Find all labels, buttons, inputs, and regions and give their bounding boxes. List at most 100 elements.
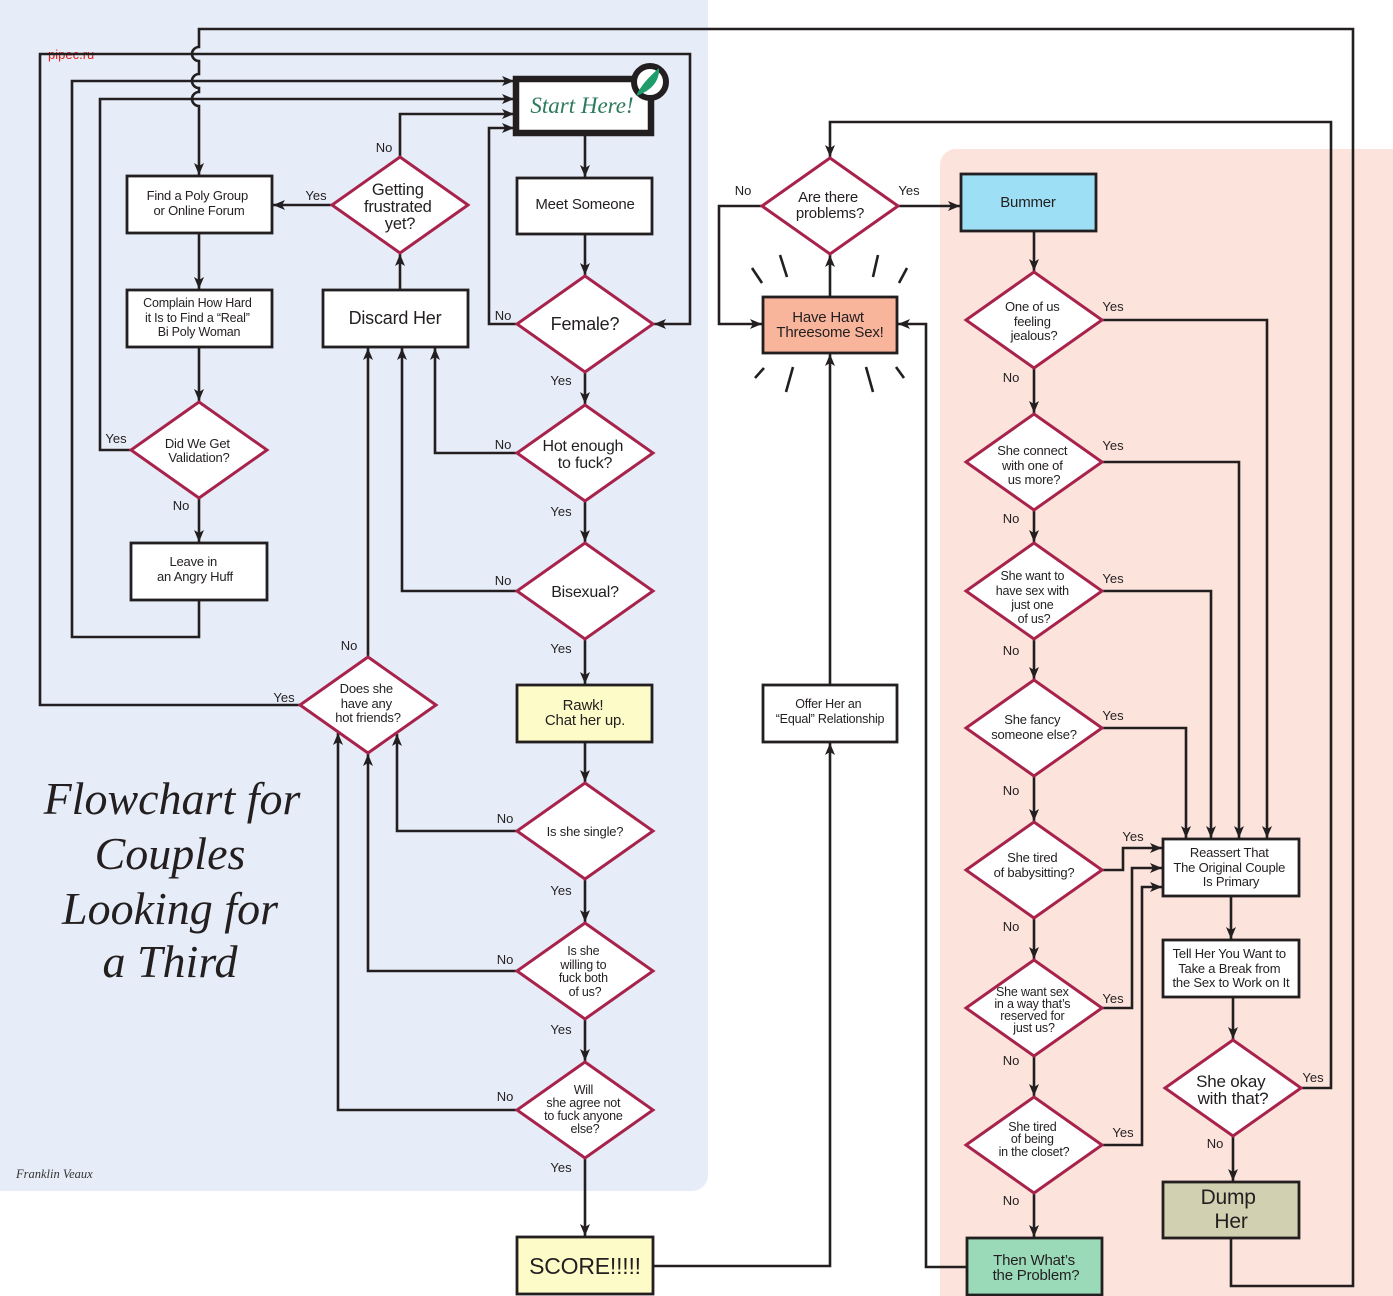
edge-label-yes: Yes bbox=[550, 641, 572, 656]
title-line: Couples bbox=[95, 828, 246, 879]
edge-bisexual-no bbox=[397, 348, 517, 593]
burst-line bbox=[754, 367, 765, 379]
edges bbox=[38, 27, 1355, 1288]
edge-score-offer bbox=[653, 743, 835, 1268]
edge-labels: Yes No No Yes No Yes No Yes No Yes No Ye… bbox=[105, 140, 1324, 1208]
edge-whats-problem-hawt bbox=[898, 319, 967, 1269]
edge-label-yes: Yes bbox=[305, 188, 327, 203]
decision-female: Female? bbox=[514, 274, 656, 374]
edge-fancy-yes bbox=[1102, 726, 1191, 838]
node-label: Have Hawt Threesome Sex! bbox=[776, 309, 883, 341]
node-label: Offer Her an “Equal” Relationship bbox=[776, 697, 885, 726]
node-label: Complain How Hard it Is to Find a “Real”… bbox=[143, 296, 255, 339]
decision-validation: Did We Get Validation? bbox=[128, 400, 270, 500]
decision-frustrated: Getting frustrated yet? bbox=[329, 155, 471, 255]
terminal-dump-her: Dump Her bbox=[1161, 1180, 1301, 1240]
node-label: She tired of being in the closet? bbox=[999, 1120, 1070, 1159]
node-label: Meet Someone bbox=[535, 196, 634, 213]
terminal-score: SCORE!!!!! bbox=[515, 1235, 655, 1296]
edge-single-no bbox=[392, 734, 517, 833]
title-line: a Third bbox=[102, 936, 238, 987]
process-bummer: Bummer bbox=[959, 172, 1098, 233]
start-label: Start Here! bbox=[530, 93, 633, 118]
title-line: Looking for bbox=[61, 883, 279, 934]
edge-label-yes: Yes bbox=[273, 690, 295, 705]
node-label: Bisexual? bbox=[551, 584, 619, 601]
edge-label-no: No bbox=[376, 140, 393, 155]
decision-sex-just-one: She want to have sex with just one of us… bbox=[963, 541, 1105, 641]
edge-label-no: No bbox=[1003, 919, 1020, 934]
node-label: Dump Her bbox=[1201, 1186, 1262, 1233]
node-label: SCORE!!!!! bbox=[529, 1253, 641, 1279]
edge-hot-enough-no bbox=[430, 348, 517, 455]
node-label: Tell Her You Want to Take a Break from t… bbox=[1173, 946, 1291, 990]
node-label: She want sex in a way that’s reserved fo… bbox=[994, 985, 1073, 1035]
title-line: Flowchart for bbox=[43, 773, 302, 824]
edge-jealous-yes bbox=[1102, 318, 1272, 838]
node-label: She connect with one of us more? bbox=[997, 443, 1071, 487]
decision-babysitting: She tired of babysitting? bbox=[963, 820, 1105, 920]
decision-hot-friends: Does she have any hot friends? bbox=[297, 655, 439, 755]
node-label: Is she single? bbox=[547, 824, 624, 839]
node-label: She okay with that? bbox=[1196, 1072, 1270, 1108]
burst-line bbox=[894, 366, 906, 379]
edge-hot-friends-yes bbox=[38, 52, 692, 707]
node-label: Discard Her bbox=[349, 308, 442, 328]
edge-label-no: No bbox=[735, 183, 752, 198]
edge-label-no: No bbox=[497, 1089, 514, 1104]
decision-jealous: One of us feeling jealous? bbox=[963, 270, 1105, 370]
edge-babysitting-yes bbox=[1102, 843, 1162, 872]
edge-label-no: No bbox=[173, 498, 190, 513]
edge-leave-start bbox=[70, 76, 514, 639]
edge-okay-yes bbox=[825, 120, 1333, 1090]
edge-label-no: No bbox=[1003, 1193, 1020, 1208]
burst-line bbox=[864, 366, 875, 393]
node-label: Find a Poly Group or Online Forum bbox=[147, 188, 252, 218]
process-meet-someone: Meet Someone bbox=[515, 176, 654, 236]
edge-label-yes: Yes bbox=[1302, 1070, 1324, 1085]
edge-label-yes: Yes bbox=[1102, 708, 1124, 723]
process-rawk-chat: Rawk! Chat her up. bbox=[515, 683, 654, 744]
node-label: Leave in an Angry Huff bbox=[157, 554, 234, 584]
edge-label-no: No bbox=[1003, 643, 1020, 658]
edge-label-no: No bbox=[495, 308, 512, 323]
author-credit: Franklin Veaux bbox=[15, 1167, 93, 1181]
decision-closet: She tired of being in the closet? bbox=[963, 1095, 1105, 1195]
node-label: Getting frustrated yet? bbox=[364, 181, 436, 233]
edge-just-one-yes bbox=[1102, 589, 1216, 838]
edge-label-no: No bbox=[497, 952, 514, 967]
edge-problems-no bbox=[717, 204, 762, 329]
edge-label-yes: Yes bbox=[550, 504, 572, 519]
node-label: Then What’s the Problem? bbox=[993, 1252, 1080, 1284]
edge-reserved-yes bbox=[1102, 863, 1162, 1010]
start-node: Start Here! bbox=[512, 63, 669, 137]
edge-label-no: No bbox=[1003, 511, 1020, 526]
process-leave-huff: Leave in an Angry Huff bbox=[129, 541, 269, 602]
process-complain: Complain How Hard it Is to Find a “Real”… bbox=[125, 288, 274, 349]
terminal-whats-problem: Then What’s the Problem? bbox=[965, 1236, 1104, 1296]
edge-label-yes: Yes bbox=[550, 883, 572, 898]
node-label: Hot enough to fuck? bbox=[543, 438, 628, 472]
decision-sex-reserved: She want sex in a way that’s reserved fo… bbox=[963, 958, 1105, 1058]
node-label: Rawk! Chat her up. bbox=[545, 697, 625, 729]
edge-label-yes: Yes bbox=[1122, 829, 1144, 844]
burst-line bbox=[871, 254, 880, 278]
decision-fancy-else: She fancy someone else? bbox=[963, 678, 1105, 778]
node-label: She tired of babysitting? bbox=[994, 850, 1075, 880]
edge-female-no bbox=[487, 123, 517, 326]
burst-line bbox=[778, 254, 789, 278]
process-take-break: Tell Her You Want to Take a Break from t… bbox=[1161, 938, 1301, 999]
edge-label-yes: Yes bbox=[1102, 991, 1124, 1006]
node-label: Did We Get Validation? bbox=[165, 436, 233, 465]
node-label: Bummer bbox=[1000, 194, 1056, 211]
process-discard-her: Discard Her bbox=[321, 288, 470, 349]
edge-validation-yes bbox=[98, 94, 514, 452]
chart-title: Flowchart for Couples Looking for a Thir… bbox=[43, 773, 302, 987]
node-label: She want to have sex with just one of us… bbox=[996, 569, 1072, 626]
node-label: Does she have any hot friends? bbox=[335, 681, 401, 725]
decision-is-single: Is she single? bbox=[514, 781, 656, 881]
node-label: Female? bbox=[551, 314, 620, 334]
start-box bbox=[512, 75, 655, 137]
decision-bisexual: Bisexual? bbox=[514, 541, 656, 641]
